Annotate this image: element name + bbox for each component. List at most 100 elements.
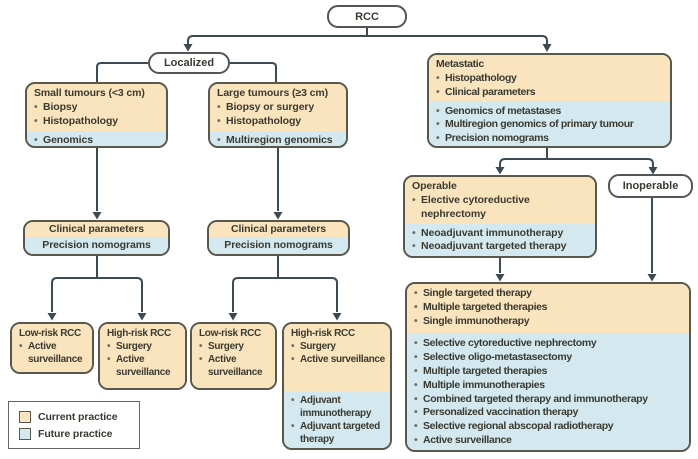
- clinical-parameters-row: Clinical parameters: [25, 222, 168, 238]
- bullet-text: Combined targeted therapy and immunother…: [423, 392, 648, 405]
- bullet-text: Genomics of metastases: [445, 104, 562, 117]
- bullet-icon: •: [414, 314, 418, 327]
- precision-nomograms-row: Precision nomograms: [25, 238, 168, 254]
- bullet-text: Active surveillance: [116, 354, 171, 378]
- legend-item-future: Future practice: [19, 427, 129, 440]
- bullet-item: •Active surveillance: [414, 434, 684, 448]
- bullet-item: •Selective oligo-metastasectomy: [414, 351, 684, 365]
- bullet-icon: •: [412, 193, 416, 206]
- bullet-list: • Active surveillance: [19, 340, 87, 366]
- box-title: Low-risk RCC: [199, 328, 261, 339]
- bullet-item: • Selective regional abscopal radiotherap…: [414, 420, 684, 434]
- bullet-text: Surgery: [208, 341, 244, 352]
- box-high-risk-right-future-section: •Adjuvant immunotherapy• Adjuvant targete…: [284, 391, 390, 448]
- bullet-text: Adjuvant targeted therapy: [300, 421, 380, 445]
- bullet-text: Histopathology: [43, 114, 119, 127]
- clinical-parameters-label: Clinical parameters: [49, 223, 144, 236]
- bullet-text: Multiregion genomics of primary tumour: [445, 118, 634, 131]
- bullet-item: • Personalized vaccination therapy: [414, 406, 684, 420]
- bullet-item: •Histopathology: [436, 72, 665, 86]
- bullet-text: Personalized vaccination therapy: [423, 406, 579, 419]
- bullet-list: •Histopathology• Clinical parameters: [436, 72, 665, 100]
- box-high-risk-rcc-left: High-risk RCC •Surgery•Active surveillan…: [98, 322, 187, 390]
- bullet-icon: •: [291, 421, 295, 432]
- node-localized-label: Localized: [163, 57, 215, 69]
- bullet-item: •Selective cytoreductive nephrectomy: [414, 337, 684, 351]
- bullet-text: Histopathology: [445, 71, 517, 84]
- bullet-text: Single targeted therapy: [423, 287, 532, 299]
- bullet-item: •Neoadjuvant targeted therapy: [412, 240, 590, 254]
- bullet-list: • Elective cytoreductive nephrectomy: [412, 194, 590, 222]
- bullet-item: •Genomics: [34, 133, 161, 146]
- bullet-item: •Adjuvant immunotherapy: [291, 394, 385, 420]
- bullet-text: Multiple immunotherapies: [423, 378, 545, 391]
- precision-nomograms-row: Precision nomograms: [209, 238, 348, 254]
- bullet-icon: •: [436, 85, 440, 98]
- box-large-tumours-current-section: Large tumours (≥3 cm) •Biopsy or surgery…: [210, 84, 346, 131]
- bullet-icon: •: [414, 406, 418, 419]
- bullet-text: Surgery: [300, 341, 336, 352]
- bullet-text: Multiple targeted therapies: [423, 300, 548, 313]
- bullet-text: Clinical parameters: [445, 85, 536, 98]
- bullet-icon: •: [291, 395, 295, 406]
- bullet-item: • Active surveillance: [107, 353, 180, 379]
- box-treatment-current-section: • Single targeted therapy • Multiple target…: [407, 284, 689, 335]
- current-practice-swatch: [19, 410, 31, 423]
- bullet-icon: •: [107, 354, 111, 365]
- box-treatment-future-section: •Selective cytoreductive nephrectomy•Sel…: [407, 334, 689, 450]
- bullet-text: Selective regional abscopal radiotherapy: [423, 420, 614, 433]
- bullet-icon: •: [217, 100, 221, 113]
- box-title: High-risk RCC: [107, 328, 171, 339]
- bullet-icon: •: [414, 420, 418, 433]
- bullet-icon: •: [34, 114, 38, 127]
- bullet-icon: •: [436, 132, 440, 145]
- bullet-text: Elective cytoreductive nephrectomy: [421, 193, 530, 220]
- node-rcc: RCC: [327, 5, 407, 28]
- bullet-icon: •: [436, 104, 440, 117]
- bullet-text: Neoadjuvant targeted therapy: [421, 240, 567, 253]
- bullet-icon: •: [414, 434, 418, 447]
- bullet-item: • Multiple immunotherapies: [414, 379, 684, 393]
- bullet-text: Genomics: [43, 133, 93, 146]
- box-small-tumours-future-section: •Genomics: [27, 130, 166, 146]
- box-low-risk-rcc-right: Low-risk RCC •Surgery•Active surveillanc…: [190, 322, 277, 390]
- bullet-text: Multiple targeted therapies: [423, 364, 548, 377]
- bullet-item: •Neoadjuvant immunotherapy: [412, 227, 590, 241]
- bullet-item: •Surgery: [291, 340, 385, 353]
- bullet-item: •Histopathology: [217, 115, 341, 129]
- bullet-icon: •: [217, 114, 221, 127]
- box-low-risk-rcc-left: Low-risk RCC •Active surveillance: [10, 322, 94, 374]
- bullet-item: • Elective cytoreductive nephrectomy: [412, 194, 590, 222]
- box-low-risk-left-section: Low-risk RCC •Active surveillance: [12, 324, 92, 372]
- bullet-icon: •: [34, 100, 38, 113]
- bullet-item: •Multiple targeted therapies: [414, 365, 684, 379]
- node-localized: Localized: [148, 52, 230, 74]
- bullet-list: •Surgery•Active surveillance: [291, 340, 385, 366]
- bullet-icon: •: [19, 341, 23, 352]
- box-title: Operable: [412, 180, 457, 192]
- bullet-text: Multiregion genomics: [226, 133, 333, 146]
- box-title: Small tumours (<3 cm): [34, 87, 145, 99]
- bullet-text: Selective cytoreductive nephrectomy: [423, 337, 597, 350]
- box-metastatic-future-section: • Genomics of metastases • Multiregion geno…: [429, 101, 670, 146]
- legend: Current practice Future practice: [8, 401, 140, 449]
- box-operable-current-section: Operable • Elective cytoreductive nephrec…: [405, 177, 595, 224]
- bullet-item: •Precision nomograms: [436, 132, 665, 146]
- precision-nomograms-label: Precision nomograms: [224, 239, 333, 252]
- box-small-tumours: Small tumours (<3 cm) •Biopsy•Histopatho…: [25, 82, 168, 148]
- bullet-text: Active surveillance: [28, 341, 83, 365]
- bullet-item: • Genomics of metastases: [436, 105, 665, 119]
- bullet-icon: •: [436, 118, 440, 131]
- bullet-list: •Adjuvant immunotherapy• Adjuvant targete…: [291, 394, 385, 446]
- bullet-icon: •: [291, 354, 295, 365]
- box-operable: Operable • Elective cytoreductive nephrec…: [403, 175, 597, 258]
- box-high-risk-left-section: High-risk RCC •Surgery•Active surveillan…: [100, 324, 185, 388]
- bullet-list: •Selective cytoreductive nephrectomy•Sel…: [414, 337, 684, 448]
- clinical-parameters-label: Clinical parameters: [231, 223, 326, 236]
- bullet-icon: •: [414, 300, 418, 313]
- bullet-icon: •: [414, 378, 418, 391]
- node-rcc-label: RCC: [355, 10, 379, 23]
- bullet-item: • Clinical parameters: [436, 86, 665, 100]
- bullet-text: Selective oligo-metastasectomy: [423, 350, 572, 363]
